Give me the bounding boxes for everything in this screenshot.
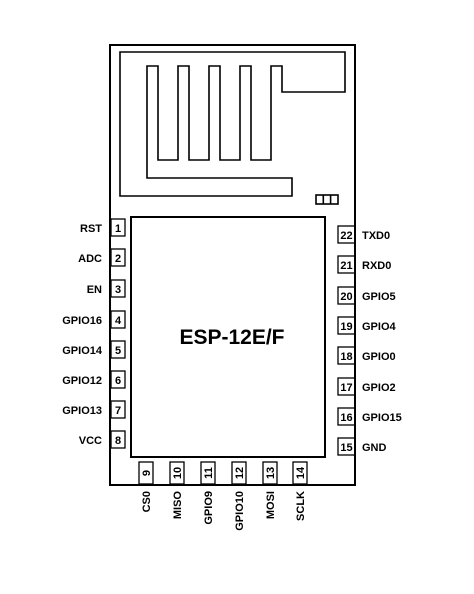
pin-label: EN (87, 284, 102, 296)
left-pin-group: 1 RST 2 ADC 3 EN 4 GPIO16 5 GPIO14 6 GPI… (62, 218, 126, 449)
bottom-pin: 11 GPIO9 (200, 461, 216, 525)
pin-label: GPIO16 (62, 315, 102, 327)
pin-pad (292, 461, 308, 485)
pin-label: GPIO0 (362, 351, 396, 363)
pin-number: 4 (115, 315, 122, 327)
left-pin: 1 RST (80, 218, 126, 237)
left-pin: 2 ADC (78, 248, 126, 267)
pin-number: 2 (115, 253, 121, 265)
pin-pad (262, 461, 278, 485)
pin-pad (337, 255, 356, 274)
pin-label: MISO (172, 491, 184, 520)
pin-pad (110, 248, 126, 267)
right-pin: 20 GPIO5 (337, 286, 396, 305)
pin-label: GPIO9 (203, 491, 215, 525)
shield-can (130, 216, 326, 458)
pin-pad (337, 346, 356, 365)
pin-number: 20 (340, 291, 352, 303)
left-pin: 4 GPIO16 (62, 310, 126, 329)
pin-pad (110, 400, 126, 419)
right-pin: 16 GPIO15 (337, 407, 402, 426)
pin-label: VCC (79, 435, 102, 447)
pin-number: 15 (340, 442, 352, 454)
bottom-pin: 13 MOSI (262, 461, 278, 519)
left-pin: 7 GPIO13 (62, 400, 126, 419)
pin-label: GPIO2 (362, 382, 396, 394)
pin-number: 17 (340, 382, 352, 394)
module-title: ESP-12E/F (179, 326, 284, 349)
right-pin: 15 GND (337, 437, 387, 456)
pin-number: 3 (115, 284, 121, 296)
right-pin: 21 RXD0 (337, 255, 391, 274)
pin-label: GPIO4 (362, 321, 397, 333)
bottom-pin: 9 CS0 (138, 461, 154, 512)
pin-number: 5 (115, 345, 121, 357)
pin-pad (138, 461, 154, 485)
pin-label: ADC (78, 253, 102, 265)
pin-label: RXD0 (362, 260, 391, 272)
pin-label: GPIO15 (362, 412, 402, 424)
left-pin: 5 GPIO14 (62, 340, 126, 359)
bottom-pin: 14 SCLK (292, 461, 308, 521)
right-pin: 17 GPIO2 (337, 377, 396, 396)
pin-pad (337, 377, 356, 396)
pin-pad (110, 218, 126, 237)
pin-label: GND (362, 442, 387, 454)
pin-number: 7 (115, 405, 121, 417)
pin-number: 12 (234, 467, 246, 479)
pin-pad (337, 316, 356, 335)
pin-pad (337, 407, 356, 426)
pin-label: GPIO5 (362, 291, 396, 303)
pin-label: RST (80, 223, 102, 235)
pin-label: GPIO10 (234, 491, 246, 531)
pin-number: 8 (115, 435, 121, 447)
pin-label: TXD0 (362, 230, 390, 242)
pin-pad (110, 370, 126, 389)
pin-number: 19 (340, 321, 352, 333)
pin-number: 1 (115, 223, 121, 235)
right-pin: 19 GPIO4 (337, 316, 397, 335)
pin-number: 16 (340, 412, 352, 424)
pin-pad (110, 310, 126, 329)
pin-number: 6 (115, 375, 121, 387)
left-pin: 8 VCC (79, 430, 126, 449)
pin-pad (110, 279, 126, 298)
pin-pad (337, 225, 356, 244)
pin-pad (200, 461, 216, 485)
pin-label: GPIO12 (62, 375, 102, 387)
left-pin: 3 EN (87, 279, 126, 298)
bottom-pin: 12 GPIO10 (231, 461, 247, 531)
pin-label: GPIO14 (62, 345, 103, 357)
pin-label: MOSI (265, 491, 277, 519)
pin-number: 13 (265, 467, 277, 479)
right-pin: 18 GPIO0 (337, 346, 396, 365)
pin-number: 11 (203, 467, 215, 479)
bottom-pin-group: 9 CS0 10 MISO 11 GPIO9 12 GPIO10 13 MOSI… (138, 461, 308, 531)
pin-pad (169, 461, 185, 485)
pin-label: CS0 (141, 491, 153, 512)
right-pin: 22 TXD0 (337, 225, 390, 244)
pin-pad (231, 461, 247, 485)
bottom-pin: 10 MISO (169, 461, 185, 520)
pin-pad (337, 286, 356, 305)
pin-number: 22 (340, 230, 352, 242)
pin-pad (337, 437, 356, 456)
pin-number: 21 (340, 260, 352, 272)
right-pin-group: 22 TXD0 21 RXD0 20 GPIO5 19 GPIO4 18 GPI… (337, 225, 402, 456)
pin-pad (110, 430, 126, 449)
pin-label: SCLK (295, 491, 307, 521)
pin-number: 14 (295, 466, 307, 479)
pin-label: GPIO13 (62, 405, 102, 417)
pin-number: 10 (172, 467, 184, 479)
antenna-trace (119, 51, 346, 197)
pin-number: 18 (340, 351, 352, 363)
left-pin: 6 GPIO12 (62, 370, 126, 389)
pin-number: 9 (141, 470, 153, 476)
pin-pad (110, 340, 126, 359)
led-indicator-icon (315, 194, 339, 205)
